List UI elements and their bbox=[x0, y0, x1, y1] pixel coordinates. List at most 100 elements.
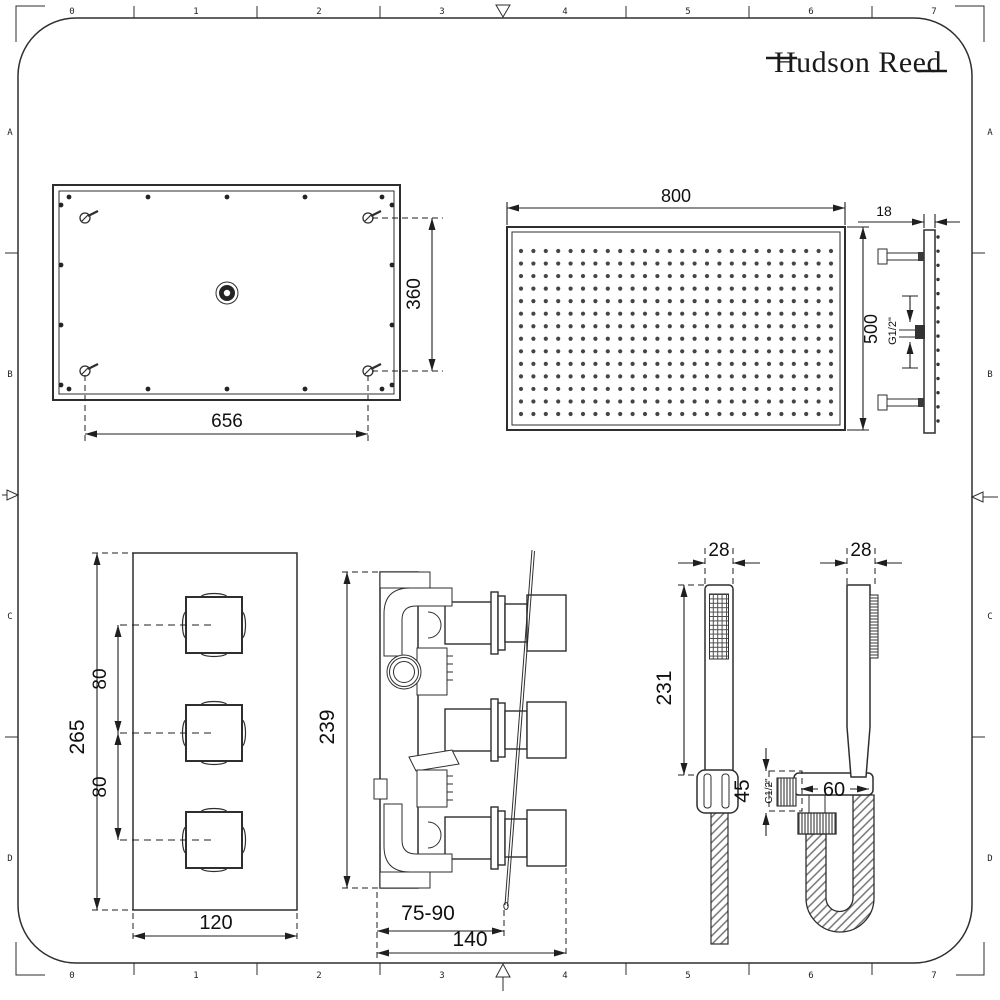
wall-line bbox=[503, 549, 535, 910]
dimension-bracket-height: 45 G1/2" bbox=[731, 748, 775, 836]
ruler-label: 4 bbox=[562, 7, 567, 17]
nozzle-dot-grid bbox=[518, 248, 834, 417]
ruler-label: 6 bbox=[808, 7, 813, 17]
center-mark-top bbox=[495, 4, 511, 18]
ruler-label: B bbox=[7, 370, 12, 380]
valve-cartridges bbox=[444, 591, 567, 870]
ruler-label: 7 bbox=[931, 7, 936, 17]
corner-mark-top-right bbox=[955, 5, 985, 42]
dim-18: 18 bbox=[876, 203, 892, 219]
ruler-label: 0 bbox=[69, 971, 74, 981]
dim-g-half-handset: G1/2" bbox=[764, 778, 775, 804]
dim-28-front: 28 bbox=[708, 540, 729, 561]
dim-80-lower: 80 bbox=[90, 776, 111, 797]
dimension-handset-width-front: 28 bbox=[678, 540, 760, 588]
mounting-bracket-bottom bbox=[877, 394, 924, 411]
dim-g-half-head: G1/2" bbox=[887, 317, 899, 345]
valve-handles bbox=[181, 592, 247, 873]
ruler-label: 0 bbox=[69, 7, 74, 17]
ruler-left: A B C D bbox=[2, 128, 20, 864]
ruler-label: D bbox=[987, 854, 992, 864]
ruler-label: 4 bbox=[562, 971, 567, 981]
dim-75-90: 75-90 bbox=[401, 902, 455, 925]
wall-bracket-front bbox=[696, 769, 739, 814]
center-water-inlet bbox=[215, 281, 239, 305]
dim-140: 140 bbox=[452, 928, 487, 951]
dimension-handset-width-side: 28 bbox=[820, 540, 902, 588]
handle-centerlines bbox=[120, 624, 216, 841]
dim-656: 656 bbox=[211, 411, 243, 432]
dimension-valve-side-height: 239 bbox=[316, 571, 379, 889]
handset-side-drawing: 28 45 G1/2" 60 bbox=[731, 540, 902, 933]
corner-mark-bottom-left bbox=[15, 942, 45, 976]
ruler-label: A bbox=[987, 128, 993, 138]
hose-side bbox=[805, 794, 875, 933]
dim-45: 45 bbox=[731, 779, 754, 802]
shower-head-side-drawing: G1/2" 18 bbox=[858, 203, 960, 434]
dimension-bracket-depth: 60 bbox=[801, 779, 869, 801]
ruler-label: 5 bbox=[685, 7, 690, 17]
ruler-label: C bbox=[7, 612, 12, 622]
dim-28-side: 28 bbox=[850, 540, 871, 561]
ruler-label: B bbox=[987, 370, 992, 380]
thread-connector bbox=[776, 777, 797, 807]
brand-logo-text: Hudson Reed bbox=[774, 46, 942, 79]
ruler-label: 2 bbox=[316, 971, 321, 981]
dim-80-upper: 80 bbox=[90, 668, 111, 689]
ruler-label: 3 bbox=[439, 7, 444, 17]
ruler-bottom: 0 1 2 3 4 5 6 7 bbox=[69, 962, 937, 991]
dimension-handle-pitch: 80 80 bbox=[90, 625, 122, 840]
knurled-nut bbox=[797, 812, 837, 835]
dimension-handset-length: 231 bbox=[653, 584, 705, 776]
dim-239: 239 bbox=[316, 709, 339, 744]
corner-mark-bottom-right bbox=[956, 942, 985, 976]
dimension-head-width: 800 bbox=[506, 186, 846, 225]
corner-mark-top-left bbox=[15, 5, 45, 42]
spray-face-edge bbox=[869, 594, 879, 659]
ruler-label: D bbox=[7, 854, 12, 864]
screw-hole-dots bbox=[58, 194, 395, 392]
dim-265: 265 bbox=[66, 719, 89, 754]
ruler-top: 0 1 2 3 4 5 6 7 bbox=[69, 4, 937, 18]
dimension-valve-width: 120 bbox=[132, 912, 298, 943]
handset-front-drawing: 28 231 bbox=[653, 540, 760, 945]
dim-231: 231 bbox=[653, 670, 676, 705]
spray-face bbox=[709, 593, 729, 660]
dimension-width: 656 bbox=[84, 375, 369, 441]
ruler-label: 7 bbox=[931, 971, 936, 981]
corner-fasteners bbox=[79, 210, 382, 377]
valve-front-drawing: 265 80 80 120 bbox=[66, 552, 298, 943]
ruler-label: C bbox=[987, 612, 992, 622]
drawing-frame: 0 1 2 3 4 5 6 7 0 1 2 3 4 5 6 7 bbox=[2, 4, 998, 991]
ruler-label: A bbox=[7, 128, 13, 138]
dim-360: 360 bbox=[404, 278, 425, 310]
shower-head-face-drawing: 800 500 bbox=[506, 186, 881, 431]
dim-800: 800 bbox=[661, 186, 691, 206]
dimension-valve-depth: 140 bbox=[377, 868, 567, 958]
ruler-right: A B C D bbox=[970, 128, 998, 864]
ruler-label: 2 bbox=[316, 7, 321, 17]
mounting-bracket-top bbox=[877, 248, 924, 265]
dimension-depth: 360 bbox=[372, 217, 443, 372]
dimension-head-height: 500 bbox=[847, 226, 881, 431]
side-nozzle-dots bbox=[936, 235, 940, 423]
ruler-label: 3 bbox=[439, 971, 444, 981]
dimension-recess-range: 75-90 bbox=[376, 892, 505, 958]
ruler-label: 1 bbox=[193, 7, 198, 17]
ceiling-plate-drawing: 360 656 bbox=[52, 184, 443, 441]
ruler-label: 1 bbox=[193, 971, 198, 981]
brand-logo: Hudson Reed bbox=[766, 46, 947, 79]
center-mark-bottom bbox=[495, 962, 511, 978]
dim-120: 120 bbox=[199, 912, 232, 934]
valve-body bbox=[373, 571, 460, 889]
dimension-valve-height: 265 bbox=[66, 552, 133, 911]
valve-side-drawing: 239 75-90 140 bbox=[316, 549, 567, 958]
ruler-label: 5 bbox=[685, 971, 690, 981]
dim-60: 60 bbox=[823, 779, 845, 801]
inlet-connection: G1/2" bbox=[887, 295, 925, 369]
center-mark-right bbox=[970, 491, 984, 503]
dimension-thickness: 18 bbox=[858, 203, 960, 228]
ruler-label: 6 bbox=[808, 971, 813, 981]
